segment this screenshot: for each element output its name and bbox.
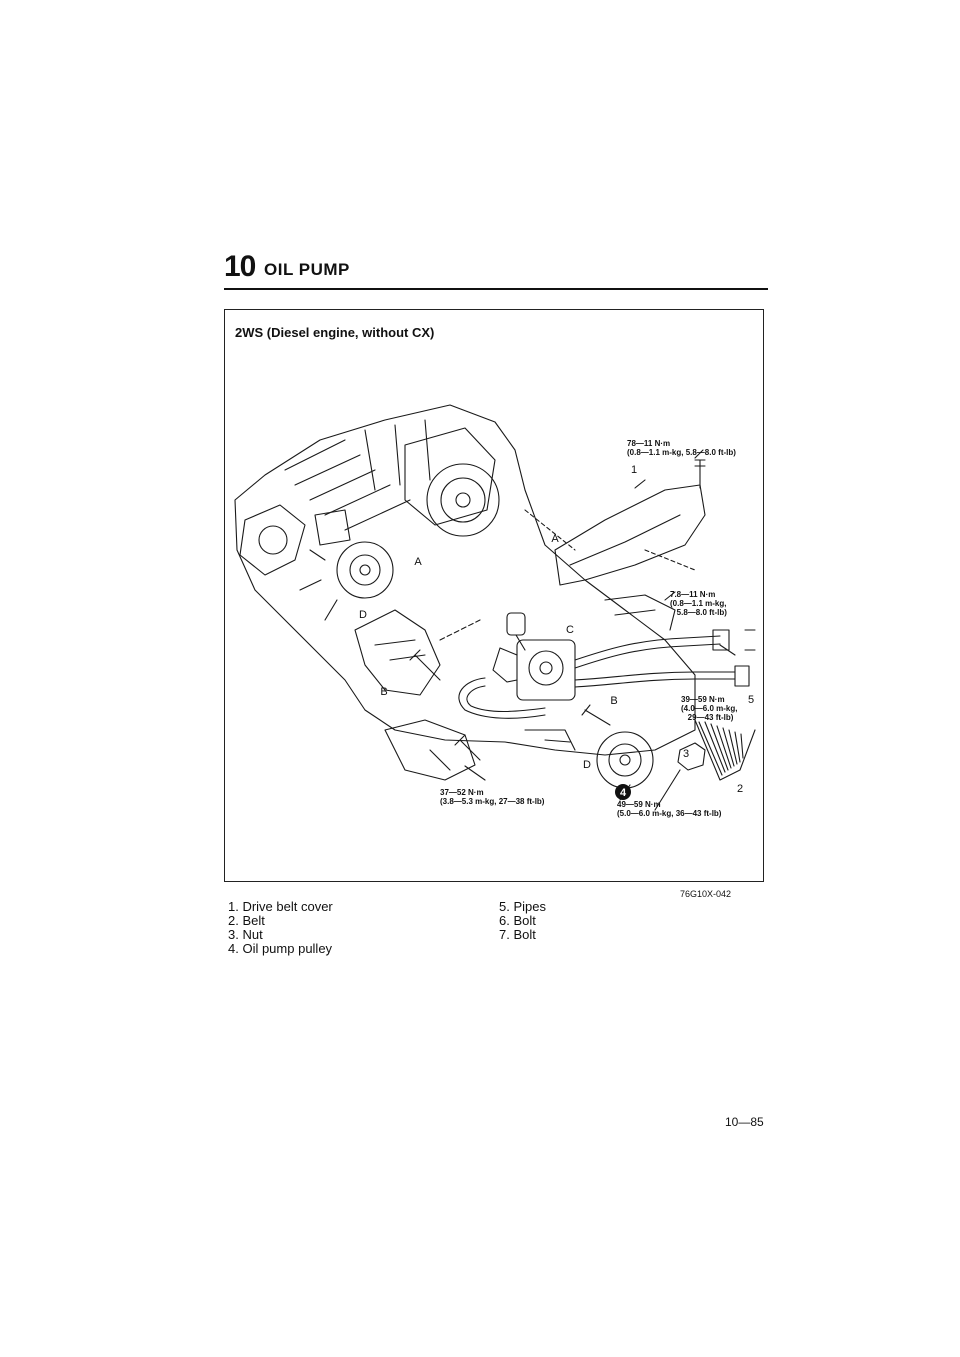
figure-title: 2WS (Diesel engine, without CX): [235, 325, 435, 340]
callout-c: C: [566, 624, 574, 636]
callout-4: 4: [619, 787, 627, 799]
drive-belt-cover: [554, 484, 706, 586]
engine-block: [234, 404, 696, 756]
figure-code: 76G10X-042: [680, 889, 732, 899]
engine-oil-pump-diagram: [234, 404, 756, 811]
legend-item: 3. Nut: [228, 927, 263, 942]
oil-pump-pulley: [596, 731, 654, 789]
legend-item: 7. Bolt: [499, 927, 536, 942]
legend-item: 6. Bolt: [499, 913, 536, 928]
callout-a-2: A: [414, 556, 422, 568]
upper-pulley: [426, 463, 500, 537]
legend-left: 1. Drive belt cover 2. Belt 3. Nut 4. Oi…: [228, 900, 333, 956]
pipes: [574, 635, 721, 661]
chapter-number: 10: [224, 250, 256, 283]
callout-3: 3: [682, 748, 690, 760]
page-number: 10—85: [725, 1115, 764, 1129]
figure-frame: 2WS (Diesel engine, without CX) 78—11 N·…: [224, 309, 764, 882]
belt: [694, 719, 756, 781]
torque-spec-2: 7.8—11 N·m (0.8—1.1 m-kg, 5.8—8.0 ft-lb): [670, 590, 727, 617]
callout-b-2: B: [610, 695, 618, 707]
chapter-header: 10 OIL PUMP: [224, 250, 768, 290]
torque-spec-5: 49—59 N·m (5.0—6.0 m-kg, 36—43 ft-lb): [617, 800, 722, 818]
torque-spec-3: 39—59 N·m (4.0—6.0 m-kg, 29—43 ft-lb): [681, 695, 738, 722]
callout-1: 1: [630, 464, 638, 476]
oil-pump-body: [516, 639, 576, 701]
legend-item: 1. Drive belt cover: [228, 899, 333, 914]
legend-item: 2. Belt: [228, 913, 265, 928]
callout-5: 5: [747, 694, 755, 706]
torque-spec-1: 78—11 N·m (0.8—1.1 m-kg, 5.8—8.0 ft-lb): [627, 439, 736, 457]
legend-item: 4. Oil pump pulley: [228, 941, 333, 956]
callout-a-1: A: [551, 533, 559, 545]
legend-right: 5. Pipes 6. Bolt 7. Bolt: [499, 900, 546, 942]
chapter-title: OIL PUMP: [264, 260, 350, 279]
callout-2: 2: [736, 783, 744, 795]
callout-d-1: D: [359, 609, 367, 621]
header-rule: [224, 288, 768, 290]
callout-d-2: D: [583, 759, 591, 771]
torque-spec-4: 37—52 N·m (3.8—5.3 m-kg, 27—38 ft-lb): [440, 788, 545, 806]
callout-b-1: B: [380, 686, 388, 698]
legend-item: 5. Pipes: [499, 899, 546, 914]
